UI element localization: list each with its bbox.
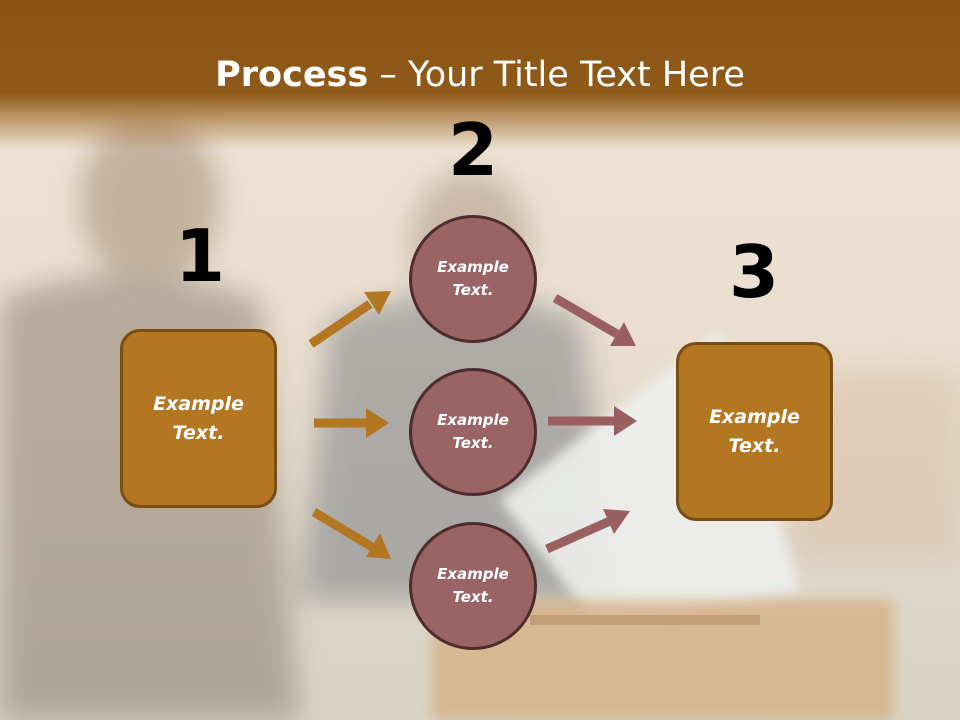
left-box[interactable]: Example Text. bbox=[120, 329, 277, 508]
circle-middle[interactable]: Example Text. bbox=[409, 368, 537, 496]
circle-bottom[interactable]: Example Text. bbox=[409, 522, 537, 650]
circle-middle-label: Example Text. bbox=[437, 411, 509, 452]
circle-top-label: Example Text. bbox=[437, 258, 509, 299]
arrow-left-to-bottom bbox=[311, 508, 391, 559]
right-box[interactable]: Example Text. bbox=[676, 342, 833, 521]
arrow-bottom-to-right bbox=[545, 509, 630, 554]
left-box-label: Example Text. bbox=[153, 392, 244, 444]
arrow-top-to-right bbox=[552, 294, 636, 346]
arrow-middle-to-right bbox=[548, 406, 637, 436]
right-box-label: Example Text. bbox=[709, 405, 800, 457]
title-bar bbox=[0, 0, 960, 150]
slide-title: Process – Your Title Text Here bbox=[0, 52, 960, 98]
step-number-3: 3 bbox=[728, 230, 780, 314]
arrow-left-to-top bbox=[308, 291, 391, 348]
title-rest: – Your Title Text Here bbox=[368, 55, 745, 95]
circle-top[interactable]: Example Text. bbox=[409, 215, 537, 343]
title-bold: Process bbox=[215, 55, 369, 95]
step-number-1: 1 bbox=[174, 214, 226, 298]
circle-bottom-label: Example Text. bbox=[437, 565, 509, 606]
arrow-left-to-middle bbox=[314, 408, 389, 438]
step-number-2: 2 bbox=[447, 108, 499, 192]
